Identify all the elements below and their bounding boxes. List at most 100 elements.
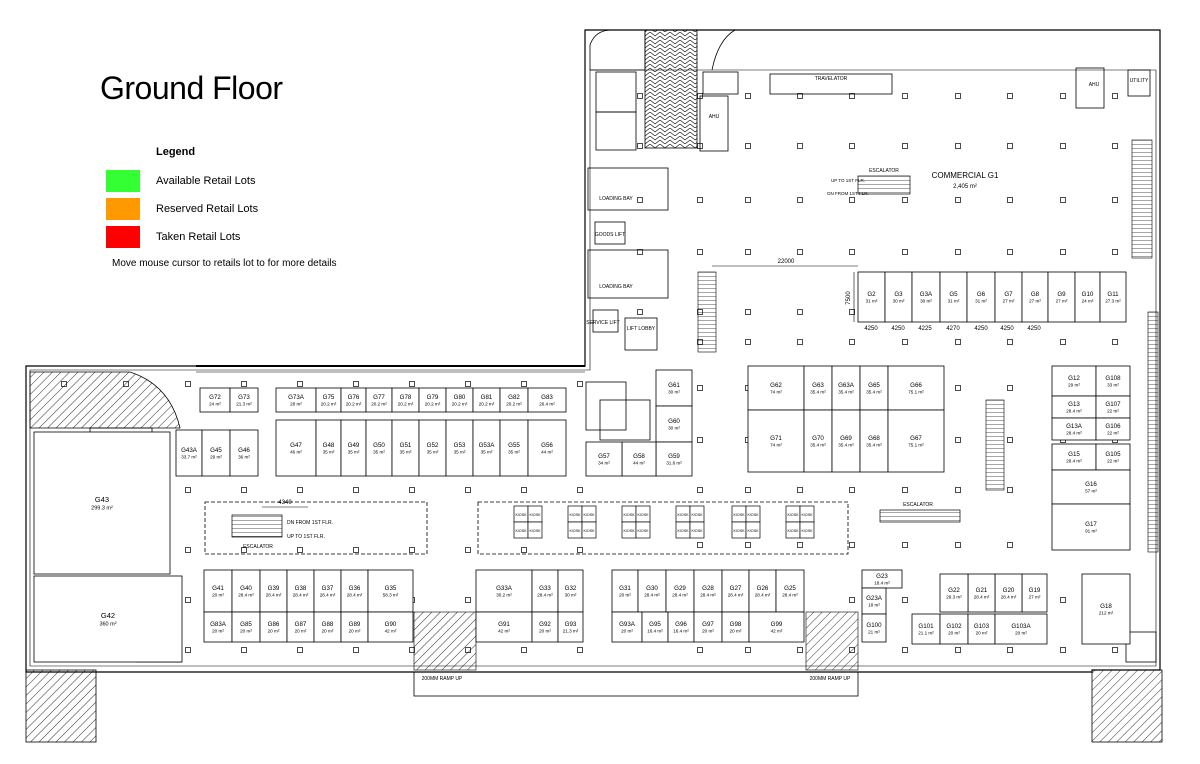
escalator-left[interactable]: ESCALATOR DN FROM 1ST FLR. UP TO 1ST FLR… (204, 501, 428, 555)
retail-lot-outline[interactable] (315, 387, 342, 413)
retail-lot-outline[interactable] (655, 441, 693, 477)
retail-lot-outline[interactable] (693, 611, 723, 643)
retail-lot-outline[interactable] (887, 365, 945, 411)
retail-lot-outline[interactable] (229, 429, 259, 477)
kiosk-unit[interactable]: KIOSK (635, 521, 651, 539)
retail-lot-outline[interactable] (475, 569, 533, 613)
retail-lot-outline[interactable] (472, 387, 501, 413)
retail-lot-outline[interactable] (1081, 573, 1131, 645)
retail-lot-outline[interactable] (655, 369, 693, 407)
retail-lot-outline[interactable] (33, 575, 183, 663)
retail-lot-outline[interactable] (527, 387, 567, 413)
retail-lot-outline[interactable] (857, 271, 886, 323)
retail-lot-outline[interactable] (911, 271, 941, 323)
retail-lot-outline[interactable] (884, 271, 913, 323)
retail-lot-outline[interactable] (611, 611, 643, 643)
retail-lot-outline[interactable] (365, 387, 393, 413)
retail-lot-outline[interactable] (259, 611, 288, 643)
retail-lot-outline[interactable] (585, 441, 623, 477)
retail-lot-outline[interactable] (531, 611, 559, 643)
retail-lot-outline[interactable] (939, 573, 969, 613)
retail-lot-outline[interactable] (1051, 503, 1131, 551)
retail-lot-outline[interactable] (231, 611, 261, 643)
kiosk-unit[interactable]: KIOSK (731, 521, 747, 539)
kiosk-outline[interactable] (581, 521, 597, 539)
retail-lot-outline[interactable] (557, 569, 584, 613)
retail-lot-outline[interactable] (911, 613, 941, 645)
retail-lot-outline[interactable] (203, 569, 233, 613)
retail-lot-outline[interactable] (859, 409, 889, 473)
retail-lot-outline[interactable] (229, 387, 259, 413)
retail-lot-outline[interactable] (340, 611, 369, 643)
kiosk-unit[interactable]: KIOSK (527, 505, 543, 523)
kiosk-unit[interactable]: KIOSK (567, 521, 583, 539)
kiosk-unit[interactable]: KIOSK (513, 505, 529, 523)
kiosk-unit[interactable]: KIOSK (527, 521, 543, 539)
retail-lot-outline[interactable] (939, 613, 969, 645)
retail-lot-outline[interactable] (611, 569, 639, 613)
escalator-top[interactable]: ESCALATOR UP TO 1ST FLR. DN FROM 1ST FLR… (827, 168, 911, 196)
retail-lot-outline[interactable] (557, 611, 584, 643)
kiosk-unit[interactable]: KIOSK (567, 505, 583, 523)
kiosk-unit[interactable]: KIOSK (689, 505, 705, 523)
retail-lot-outline[interactable] (1099, 271, 1127, 323)
retail-lot-outline[interactable] (33, 431, 171, 575)
retail-lot-outline[interactable] (313, 569, 342, 613)
kiosk-unit[interactable]: KIOSK (785, 521, 801, 539)
kiosk-outline[interactable] (689, 521, 705, 539)
retail-lot-outline[interactable] (748, 611, 805, 643)
retail-lot-outline[interactable] (445, 419, 474, 477)
kiosk-unit[interactable]: KIOSK (689, 521, 705, 539)
kiosk-unit[interactable]: KIOSK (513, 521, 529, 539)
